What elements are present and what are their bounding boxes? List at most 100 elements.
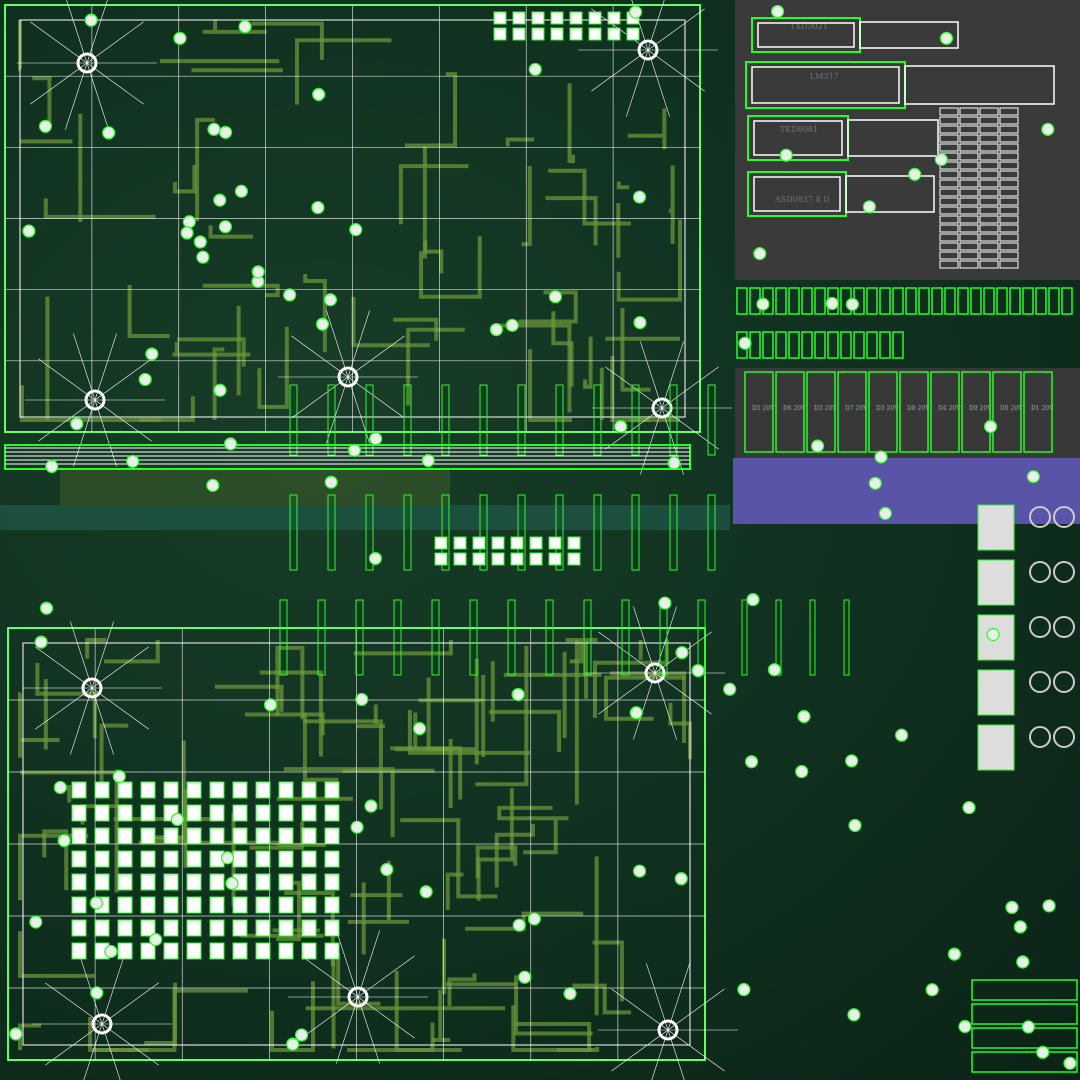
- wire-line: [101, 1023, 159, 1066]
- smd-pad: [301, 896, 317, 914]
- wire-line: [73, 333, 96, 401]
- copper-trace: [104, 640, 160, 664]
- via: [825, 296, 839, 311]
- smd-pad: [209, 919, 225, 937]
- smd-pad: [255, 850, 271, 868]
- copper-trace: [347, 1022, 435, 1052]
- copper-trace: [172, 164, 197, 194]
- via: [419, 885, 433, 899]
- chip-wire: [753, 120, 843, 156]
- smd-pad: [493, 27, 507, 41]
- connector-pin: [959, 170, 979, 179]
- copper-trace: [488, 709, 562, 752]
- via: [1013, 920, 1027, 934]
- via: [511, 687, 525, 702]
- smd-pad: [324, 873, 340, 891]
- smd-pad: [94, 919, 110, 937]
- capacitor: [1035, 287, 1047, 315]
- component-strip: [741, 599, 748, 676]
- capacitor: [892, 287, 904, 315]
- via: [908, 167, 922, 181]
- smd-pad: [186, 919, 202, 937]
- chip-wire: [757, 22, 855, 48]
- copper-trace: [604, 675, 686, 721]
- smd-pad: [71, 942, 87, 960]
- via: [206, 478, 220, 492]
- smd-pad: [626, 27, 640, 41]
- smd-pad: [186, 781, 202, 799]
- wire-line: [94, 333, 117, 401]
- connector-pin: [959, 179, 979, 188]
- connector-pin: [959, 197, 979, 206]
- smd-pad: [71, 850, 87, 868]
- via: [1041, 122, 1055, 136]
- component-strip: [517, 494, 526, 571]
- wire-line: [647, 8, 705, 51]
- via: [126, 454, 140, 468]
- copper-trace: [172, 342, 251, 357]
- connector-pin: [959, 242, 979, 251]
- copper-trace: [336, 953, 381, 1006]
- wire-line: [633, 606, 656, 674]
- wire-line: [291, 335, 349, 378]
- copper-trace: [668, 165, 675, 244]
- connector-block: [971, 1051, 1078, 1073]
- wire-line: [647, 49, 705, 92]
- smd-pad: [140, 781, 156, 799]
- copper-trace: [303, 719, 383, 810]
- connector-pin: [979, 224, 999, 233]
- copper-trace: [85, 638, 107, 659]
- smd-pad: [278, 942, 294, 960]
- wire-line: [30, 62, 88, 105]
- wire-line: [336, 996, 359, 1064]
- smd-pad: [117, 919, 133, 937]
- via: [845, 754, 859, 768]
- diode-label: D3 20V: [876, 405, 899, 412]
- capacitor: [801, 287, 813, 315]
- copper-trace: [627, 108, 667, 150]
- smd-pad: [529, 552, 543, 566]
- copper-trace: [214, 684, 284, 712]
- connector-pin: [999, 197, 1019, 206]
- copper-trace: [567, 83, 576, 164]
- chip-wire: [753, 176, 841, 212]
- component-strip: [469, 599, 478, 676]
- via: [324, 475, 338, 489]
- component-strip: [621, 599, 630, 676]
- via: [149, 932, 163, 947]
- smd-pad: [255, 896, 271, 914]
- smd-pad: [163, 781, 179, 799]
- mounting-hole: [84, 389, 106, 411]
- wire-line: [654, 606, 677, 674]
- wire-line: [94, 399, 152, 442]
- diode-outline: [775, 371, 805, 453]
- smd-pad: [163, 919, 179, 937]
- connector-pin: [959, 251, 979, 260]
- copper-trace: [518, 290, 578, 324]
- smd-pad: [531, 11, 545, 25]
- wire-line: [86, 62, 109, 130]
- component-strip: [809, 599, 816, 676]
- copper-trace: [302, 712, 339, 782]
- wire-line: [291, 376, 349, 419]
- smd-pad: [117, 896, 133, 914]
- connector-pin: [959, 152, 979, 161]
- capacitor: [736, 287, 748, 315]
- wire-line: [667, 988, 725, 1031]
- copper-trace: [447, 973, 477, 1006]
- smd-pad: [186, 942, 202, 960]
- smd-pad: [278, 781, 294, 799]
- connector-pin: [979, 260, 999, 269]
- wire-line: [647, 0, 665, 51]
- copper-trace: [494, 823, 535, 888]
- transistor: [977, 559, 1015, 606]
- mounting-hole: [81, 677, 103, 699]
- smd-pad: [232, 827, 248, 845]
- via: [1042, 899, 1056, 913]
- capacitor: [840, 331, 852, 359]
- connector-pin: [979, 215, 999, 224]
- smd-pad: [301, 827, 317, 845]
- wire-line: [661, 366, 719, 409]
- smd-pad: [548, 536, 562, 550]
- copper-trace: [356, 704, 385, 729]
